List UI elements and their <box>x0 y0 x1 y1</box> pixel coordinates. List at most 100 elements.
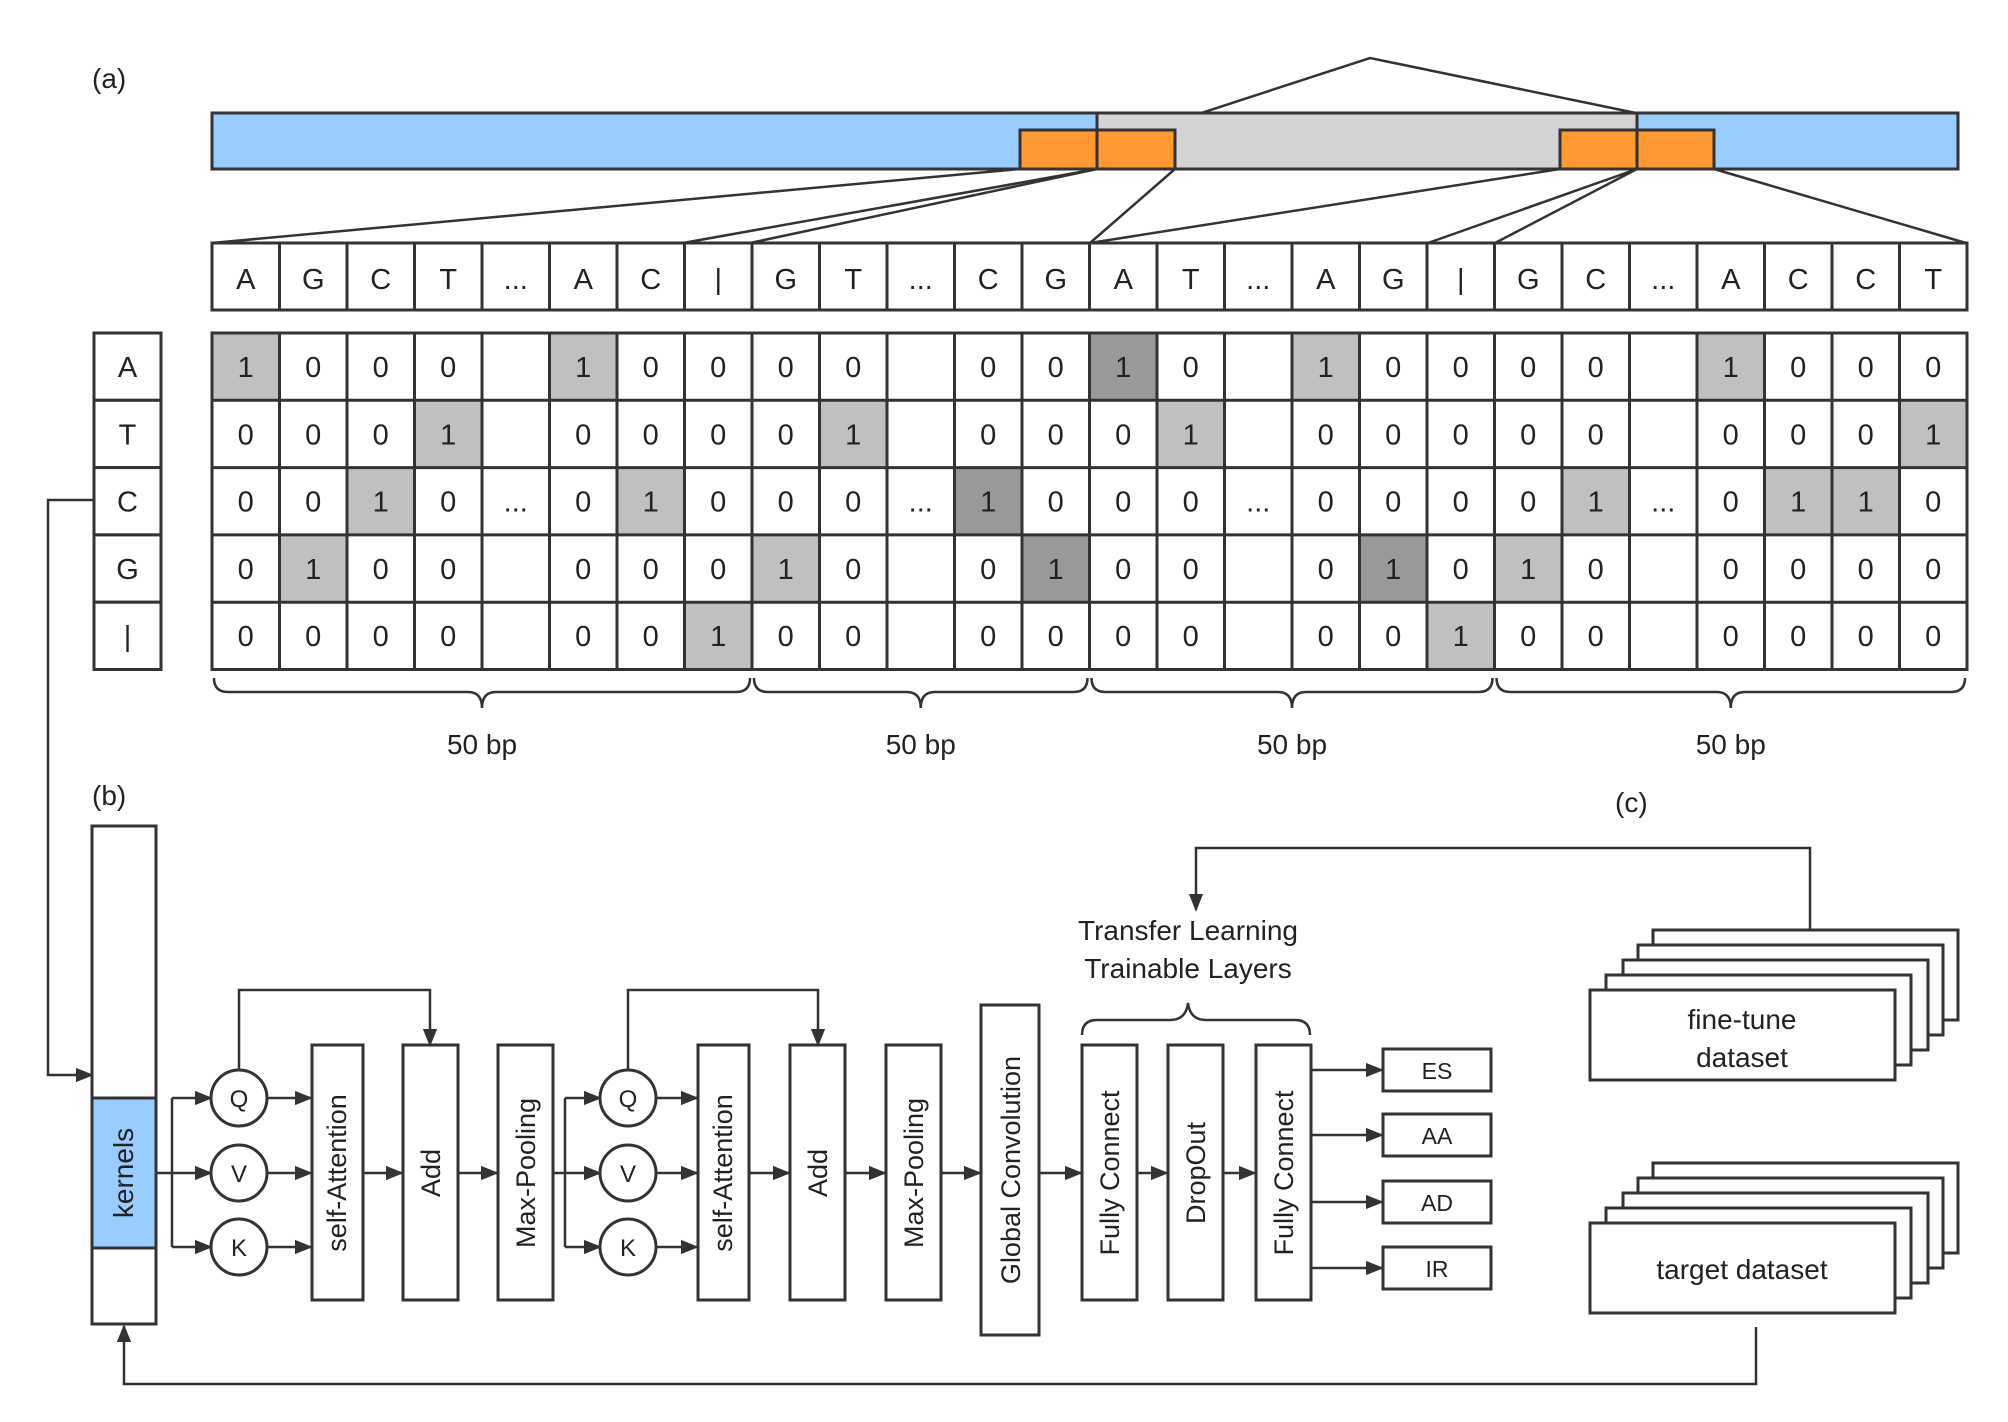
matrix-cell <box>1764 333 1832 401</box>
matrix-cell <box>1494 333 1562 401</box>
matrix-cell <box>1359 400 1427 468</box>
matrix-cell-hot <box>549 333 617 401</box>
matrix-cell <box>1832 534 1900 603</box>
matrix-value: 0 <box>238 419 254 451</box>
matrix-cell <box>617 602 685 670</box>
v-label-2: V <box>620 1161 636 1188</box>
sequence-token: ... <box>1246 264 1270 296</box>
matrix-value: 0 <box>643 352 659 384</box>
matrix-cell-hot <box>1292 333 1360 401</box>
matrix-cell <box>212 534 280 603</box>
orange-segment-2 <box>1095 128 1177 171</box>
matrix-cell <box>279 602 347 670</box>
matrix-cell <box>684 534 752 603</box>
kernels-label: kernels <box>108 1128 139 1218</box>
matrix-value: 0 <box>845 352 861 384</box>
matrix-cell <box>684 467 752 535</box>
row-label: A <box>118 352 138 384</box>
matrix-value: 0 <box>373 621 389 653</box>
sequence-token: G <box>1044 264 1067 296</box>
matrix-cell <box>1899 467 1967 535</box>
matrix-cell <box>1832 400 1900 468</box>
matrix-value: 0 <box>710 352 726 384</box>
sequence-token: G <box>1517 264 1540 296</box>
matrix-cell <box>1697 602 1765 670</box>
matrix-value: 0 <box>1318 621 1334 653</box>
matrix-cell-hot <box>1022 534 1090 603</box>
row-label: C <box>117 487 138 519</box>
matrix-value: 1 <box>1925 419 1941 451</box>
self-attention-label-2: self-Attention <box>708 1094 738 1252</box>
max-pooling-block-1 <box>496 1043 555 1302</box>
matrix-cell <box>549 534 617 603</box>
matrix-value: 0 <box>1048 487 1064 519</box>
sequence-token: C <box>1585 264 1606 296</box>
matrix-cell-hot <box>1562 467 1630 535</box>
matrix-cell <box>1089 467 1157 535</box>
fully-connect-block-1 <box>1080 1043 1139 1302</box>
q-label-2: Q <box>619 1086 638 1113</box>
matrix-value: 0 <box>1858 621 1874 653</box>
matrix-value: 0 <box>1723 621 1739 653</box>
matrix-cell <box>954 400 1022 468</box>
matrix-cell <box>684 400 752 468</box>
matrix-value: 0 <box>1790 352 1806 384</box>
matrix-cell-hot <box>1832 467 1900 535</box>
add-block-2 <box>788 1043 847 1302</box>
sequence-token: | <box>1457 264 1465 296</box>
matrix-value: 0 <box>845 621 861 653</box>
matrix-cell <box>1022 602 1090 670</box>
output-es-label: ES <box>1422 1058 1453 1084</box>
matrix-cell <box>1494 400 1562 468</box>
output-aa <box>1381 1112 1493 1158</box>
fine-tune-dataset-card <box>1588 988 1897 1082</box>
matrix-value: 0 <box>1520 352 1536 384</box>
row-label-cell <box>92 533 163 604</box>
matrix-cell-hot <box>1427 602 1495 670</box>
matrix-value: 1 <box>710 621 726 653</box>
sequence-token: G <box>774 264 797 296</box>
segment-label: 50 bp <box>1696 729 1766 760</box>
matrix-cell <box>482 467 550 535</box>
matrix-cell <box>347 602 415 670</box>
matrix-cell <box>414 534 482 603</box>
matrix-cell <box>1562 333 1630 401</box>
one-hot-matrix: 10000000100010001000...10000001000000100… <box>210 331 1969 671</box>
matrix-value: 0 <box>778 419 794 451</box>
matrix-cell <box>887 602 955 670</box>
fully-connect-label-1: Fully Connect <box>1095 1090 1125 1256</box>
row-label: | <box>124 621 132 653</box>
matrix-cell <box>1292 467 1360 535</box>
matrix-value: 0 <box>1925 554 1941 586</box>
matrix-value: 0 <box>575 621 591 653</box>
target-dataset-stack: target dataset <box>1588 1161 1960 1315</box>
matrix-cell <box>1224 467 1292 535</box>
sequence-token: | <box>714 264 722 296</box>
segment-brace <box>752 677 1089 709</box>
segment-brace <box>212 677 752 709</box>
matrix-value: 0 <box>1385 621 1401 653</box>
matrix-cell <box>414 333 482 401</box>
matrix-cell <box>549 400 617 468</box>
global-convolution-label: Global Convolution <box>996 1056 1026 1284</box>
matrix-value: 0 <box>305 352 321 384</box>
matrix-value: 1 <box>1723 352 1739 384</box>
matrix-cell <box>1629 400 1697 468</box>
matrix-cell <box>887 333 955 401</box>
matrix-cell <box>1629 333 1697 401</box>
matrix-value: 0 <box>1858 352 1874 384</box>
matrix-cell-hot <box>819 400 887 468</box>
matrix-value: 0 <box>980 352 996 384</box>
row-label: G <box>116 554 139 586</box>
matrix-cell <box>752 467 820 535</box>
matrix-value: 0 <box>1318 554 1334 586</box>
datasets: fine-tune dataset target dataset <box>1588 928 1960 1315</box>
matrix-cell <box>819 602 887 670</box>
matrix-value: 0 <box>1723 554 1739 586</box>
matrix-value: 0 <box>1520 487 1536 519</box>
matrix-value: 0 <box>1048 419 1064 451</box>
segment-label: 50 bp <box>886 729 956 760</box>
matrix-cell <box>752 400 820 468</box>
matrix-value: 0 <box>1925 487 1941 519</box>
